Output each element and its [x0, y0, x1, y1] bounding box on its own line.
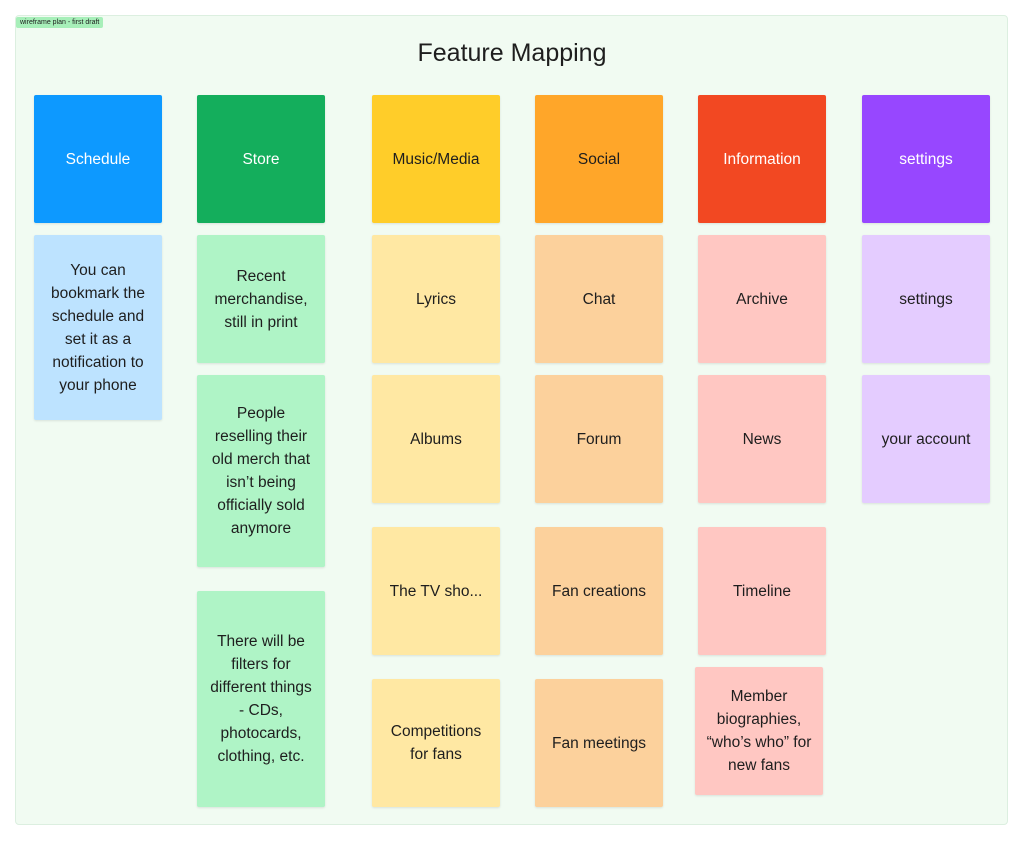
sticky-header-store[interactable]: Store — [197, 95, 325, 223]
sticky-text: Fan creations — [552, 582, 646, 600]
sticky-text: Lyrics — [416, 290, 456, 308]
sticky-header-music-media[interactable]: Music/Media — [372, 95, 500, 223]
sticky-note-settings-1[interactable]: settings — [862, 235, 990, 363]
sticky-text: Social — [577, 150, 621, 168]
sticky-text: Competitions for fans — [390, 723, 482, 763]
sticky-text: Archive — [736, 290, 788, 308]
sticky-note-music-2[interactable]: Albums — [372, 375, 500, 503]
sticky-note-store-3[interactable]: There will be filters for different thin… — [197, 591, 325, 807]
sticky-text: News — [742, 430, 782, 448]
sticky-note-social-3[interactable]: Fan creations — [535, 527, 663, 655]
sticky-note-store-1[interactable]: Recent merchandise, still in print — [197, 235, 325, 363]
sticky-note-information-2[interactable]: News — [698, 375, 826, 503]
sticky-note-social-1[interactable]: Chat — [535, 235, 663, 363]
whiteboard-frame — [15, 15, 1008, 825]
sticky-note-social-4[interactable]: Fan meetings — [535, 679, 663, 807]
sticky-note-social-2[interactable]: Forum — [535, 375, 663, 503]
sticky-text: The TV sho... — [389, 582, 483, 600]
sticky-text: There will be filters for different thin… — [210, 633, 312, 765]
sticky-text: People reselling their old merch that is… — [211, 405, 311, 537]
sticky-note-settings-2[interactable]: your account — [862, 375, 990, 503]
sticky-text: Recent merchandise, still in print — [214, 267, 308, 331]
sticky-text: Information — [723, 150, 801, 168]
sticky-text: settings — [899, 150, 953, 168]
page-title: Feature Mapping — [417, 39, 607, 67]
sticky-text: Music/Media — [392, 150, 480, 168]
sticky-text: Fan meetings — [552, 734, 646, 752]
sticky-text: Member biographies, “who’s who” for new … — [706, 688, 812, 774]
sticky-text: Schedule — [65, 150, 131, 168]
sticky-header-schedule[interactable]: Schedule — [34, 95, 162, 223]
sticky-note-information-1[interactable]: Archive — [698, 235, 826, 363]
sticky-note-music-1[interactable]: Lyrics — [372, 235, 500, 363]
sticky-text: Store — [242, 150, 280, 168]
frame-tag[interactable]: wireframe plan - first draft — [16, 17, 104, 28]
sticky-note-music-3[interactable]: The TV sho... — [372, 527, 500, 655]
sticky-note-music-4[interactable]: Competitions for fans — [372, 679, 500, 807]
sticky-note-store-2[interactable]: People reselling their old merch that is… — [197, 375, 325, 567]
sticky-text: Albums — [410, 430, 462, 448]
sticky-text: settings — [899, 290, 953, 308]
sticky-note-schedule-1[interactable]: You can bookmark the schedule and set it… — [34, 235, 162, 420]
sticky-header-settings[interactable]: settings — [862, 95, 990, 223]
sticky-note-information-4[interactable]: Member biographies, “who’s who” for new … — [695, 667, 823, 795]
sticky-text: your account — [881, 430, 971, 448]
sticky-text: Timeline — [733, 582, 791, 600]
sticky-note-information-3[interactable]: Timeline — [698, 527, 826, 655]
sticky-header-social[interactable]: Social — [535, 95, 663, 223]
sticky-header-information[interactable]: Information — [698, 95, 826, 223]
sticky-text: Chat — [582, 290, 616, 308]
sticky-text: Forum — [576, 430, 622, 448]
sticky-text: You can bookmark the schedule and set it… — [51, 261, 145, 394]
